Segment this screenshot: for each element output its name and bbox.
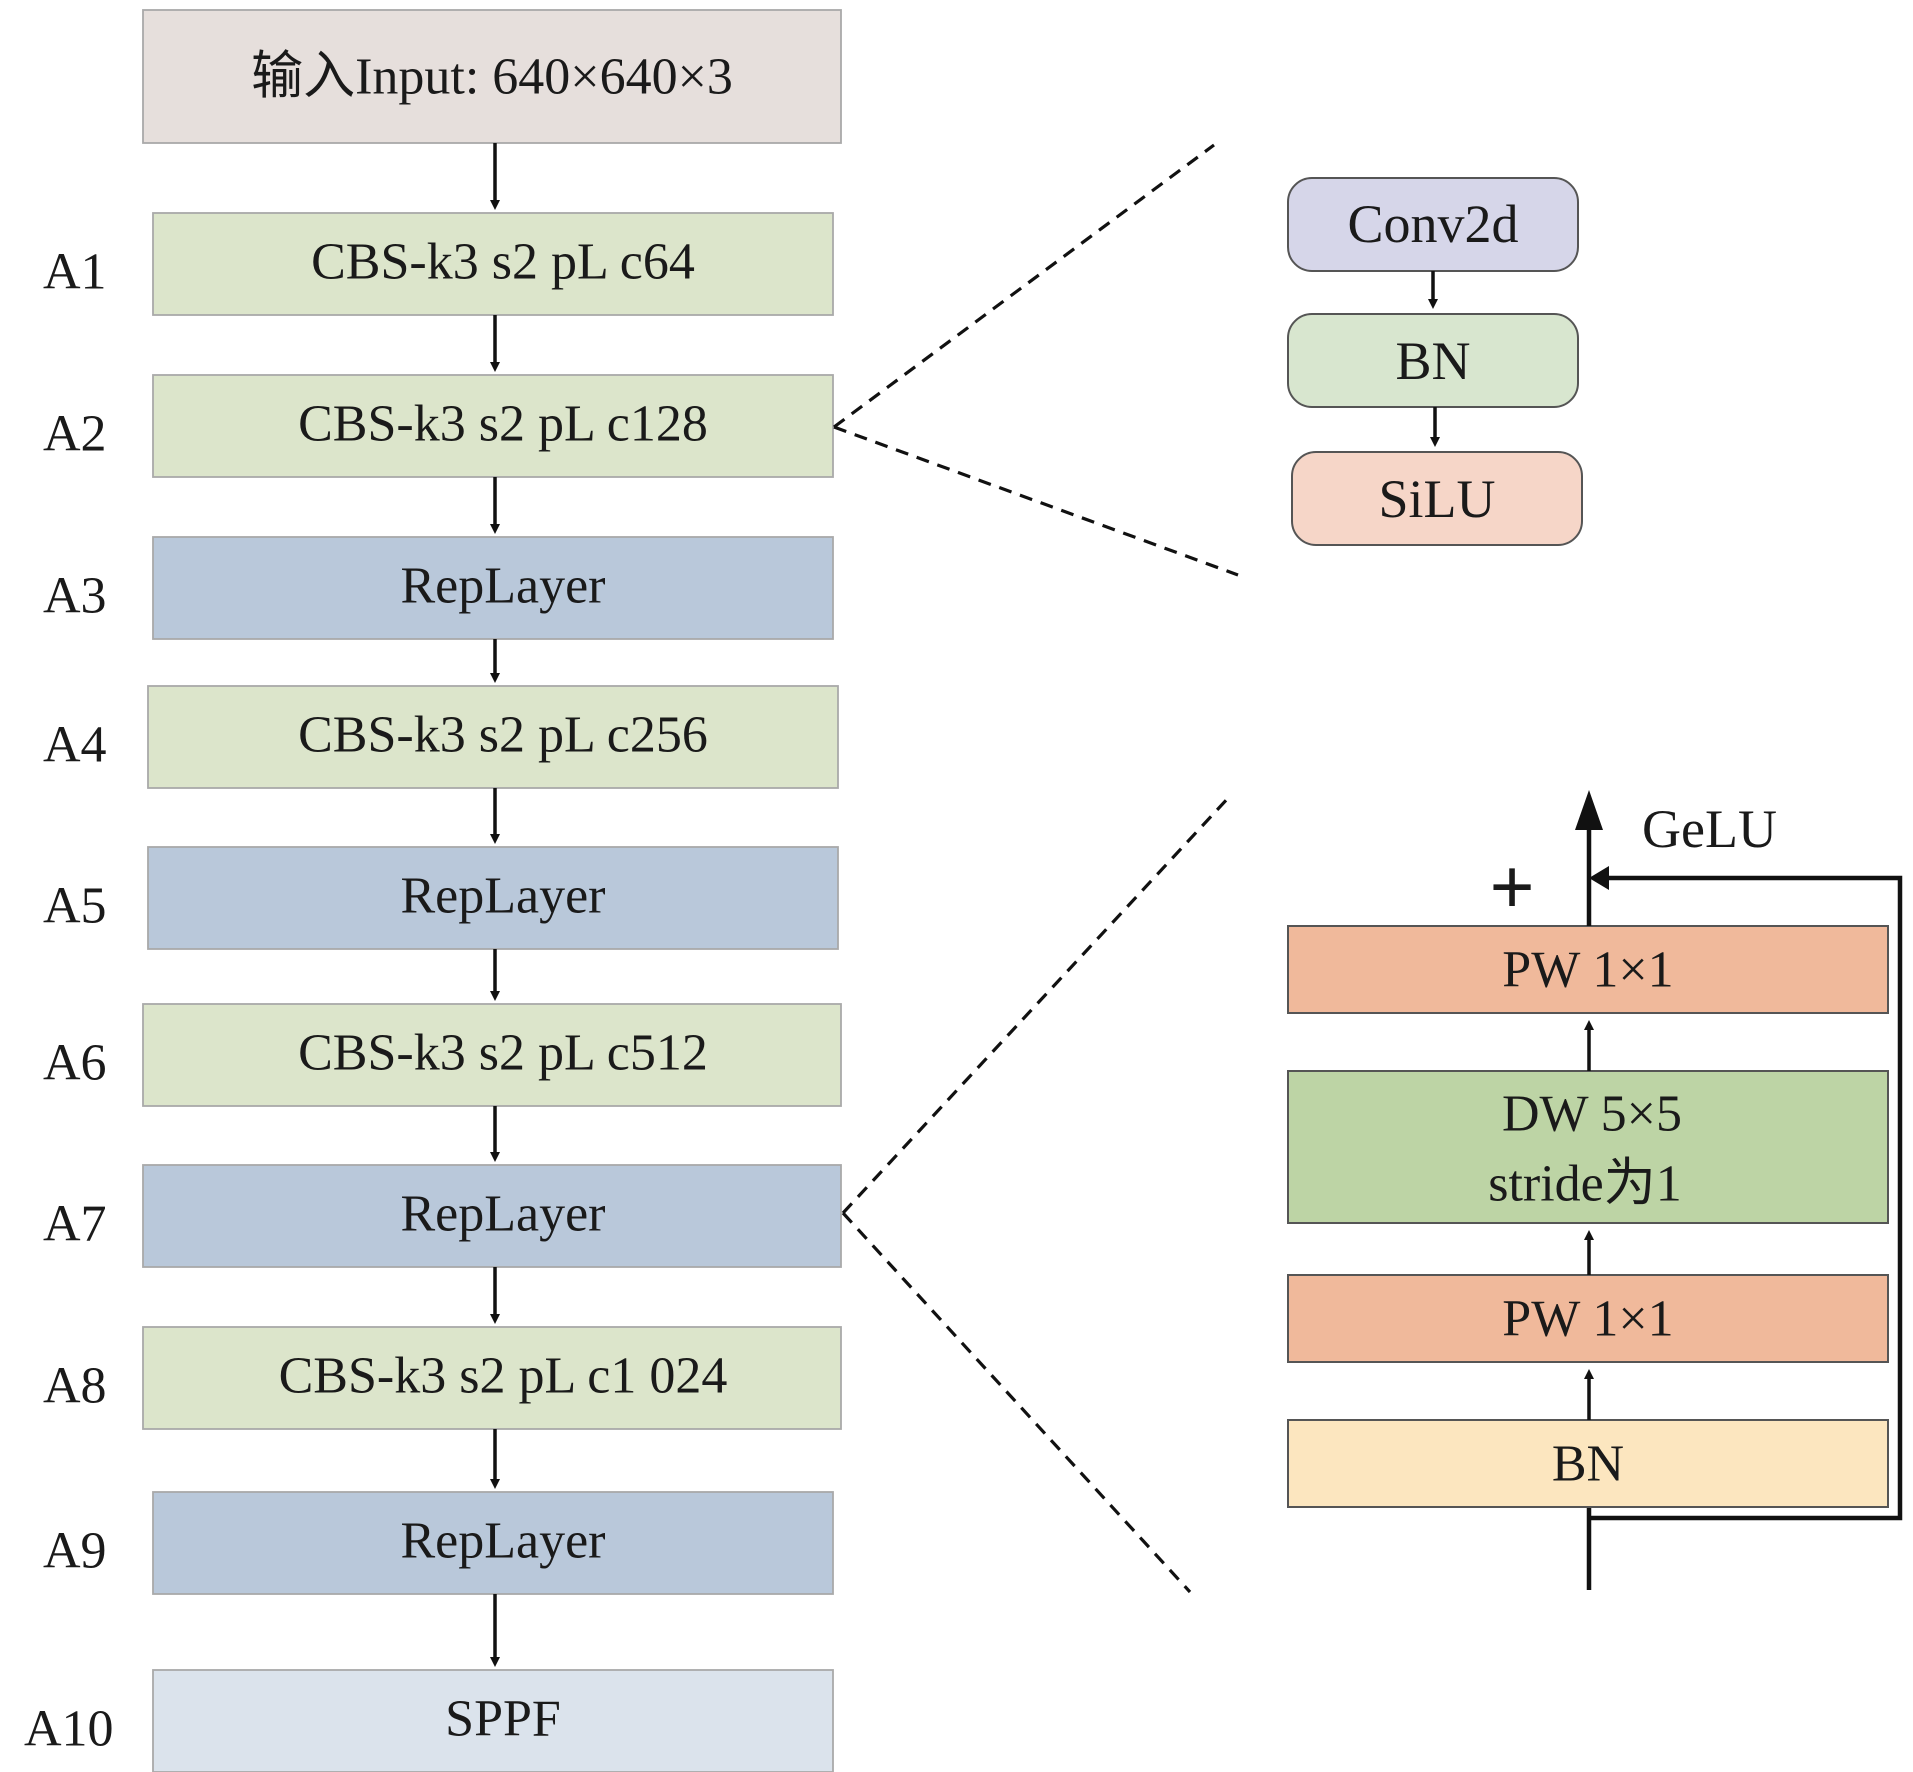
- stage-box-a3: [152, 536, 834, 640]
- stage-box-a6: [142, 1003, 842, 1107]
- rep-zoom-line-upper: [841, 794, 1232, 1215]
- stage-label-a4: CBS-k3 s2 pL c256: [298, 707, 708, 764]
- replayer-detail-panel: BN PW 1×1 DW 5×5 stride为1 PW 1×1 GeLU +: [1287, 790, 1903, 1590]
- stage-box-a7: [142, 1164, 842, 1268]
- stage-id-a6: A6: [43, 1035, 107, 1092]
- input-box: [142, 9, 842, 144]
- pw-block-upper: [1287, 925, 1889, 1014]
- residual-connection: [1589, 875, 1903, 1521]
- backbone-column: 输入Input: 640×640×3 CBS-k3 s2 pL c64A1CBS…: [24, 9, 842, 1772]
- stage-label-a2: CBS-k3 s2 pL c128: [298, 396, 708, 453]
- stage-label-a7: RepLayer: [400, 1186, 605, 1243]
- pw-lower-label: PW 1×1: [1502, 1291, 1673, 1348]
- dw-label-line1: DW 5×5: [1502, 1086, 1682, 1143]
- gelu-label: GeLU: [1642, 799, 1777, 859]
- cbs-zoom-line-upper: [833, 143, 1215, 429]
- stage-box-a8: [142, 1326, 842, 1430]
- stage-box-a5: [147, 846, 839, 950]
- silu-label: SiLU: [1378, 469, 1495, 529]
- stage-label-a3: RepLayer: [400, 558, 605, 615]
- stage-id-a9: A9: [43, 1523, 107, 1580]
- cbs-bn-block: [1287, 313, 1579, 408]
- stage-label-a10: SPPF: [445, 1691, 561, 1748]
- stage-box-a10: [152, 1669, 834, 1772]
- stage-label-a5: RepLayer: [400, 868, 605, 925]
- silu-block: [1291, 451, 1583, 546]
- input-label: 输入Input: 640×640×3: [251, 49, 733, 106]
- residual-arrowhead: [1589, 866, 1609, 890]
- stage-id-a8: A8: [43, 1358, 107, 1415]
- cbs-zoom-line-lower: [833, 425, 1239, 577]
- stage-id-a5: A5: [43, 878, 107, 935]
- stage-id-a1: A1: [43, 244, 107, 301]
- stage-box-a1: [152, 212, 834, 316]
- pw-block-lower: [1287, 1274, 1889, 1363]
- stage-id-a10: A10: [24, 1701, 114, 1758]
- rep-zoom-line-lower: [841, 1211, 1192, 1594]
- stage-label-a8: CBS-k3 s2 pL c1 024: [279, 1348, 728, 1405]
- bn-block: [1287, 1419, 1889, 1508]
- stage-label-a6: CBS-k3 s2 pL c512: [298, 1025, 708, 1082]
- stage-box-a4: [147, 685, 839, 789]
- cbs-detail-panel: Conv2d BN SiLU: [1287, 177, 1583, 546]
- cbs-bn-label: BN: [1395, 331, 1470, 391]
- stage-id-a7: A7: [43, 1196, 107, 1253]
- stage-id-a2: A2: [43, 406, 107, 463]
- add-symbol: +: [1489, 844, 1535, 932]
- stage-id-a3: A3: [43, 568, 107, 625]
- stage-label-a1: CBS-k3 s2 pL c64: [311, 234, 695, 291]
- bn-label: BN: [1552, 1436, 1624, 1493]
- stage-id-a4: A4: [43, 717, 107, 774]
- conv2d-label: Conv2d: [1347, 194, 1518, 254]
- pw-upper-label: PW 1×1: [1502, 942, 1673, 999]
- stage-box-a2: [152, 374, 834, 478]
- dw-block: [1287, 1070, 1889, 1224]
- zoom-connectors: [833, 143, 1239, 1594]
- stage-box-a9: [152, 1491, 834, 1595]
- output-arrowhead: [1575, 790, 1603, 830]
- dw-label-line2: stride为1: [1488, 1156, 1682, 1213]
- stage-label-a9: RepLayer: [400, 1513, 605, 1570]
